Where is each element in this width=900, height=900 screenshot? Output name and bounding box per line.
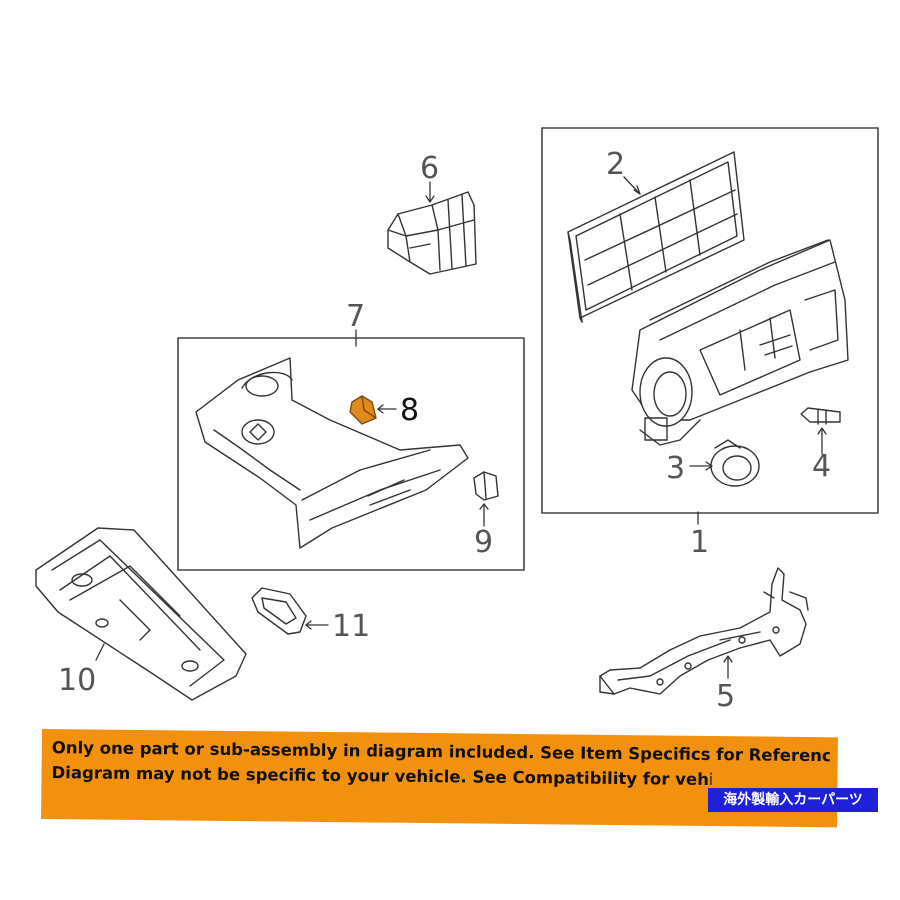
seal-part-11-drawing <box>251 587 307 635</box>
notice-banner: Only one part or sub-assembly in diagram… <box>41 729 838 828</box>
callout-8: 8 <box>400 393 419 428</box>
duct-piece-6-drawing <box>387 191 477 275</box>
callout-11: 11 <box>332 609 370 644</box>
clip-part-4-drawing <box>800 407 841 425</box>
shop-tag: 海外製輸入カーパーツ <box>708 788 878 812</box>
air-cleaner-housing-drawing <box>631 239 849 446</box>
callout-2: 2 <box>606 147 625 182</box>
callout-7: 7 <box>346 299 365 334</box>
callout-1: 1 <box>690 525 709 560</box>
bracket-part-5-drawing <box>599 567 809 695</box>
air-filter-element-drawing <box>567 151 745 323</box>
callout-9: 9 <box>474 525 493 560</box>
highlighted-bracket-8-drawing <box>349 395 377 425</box>
callout-4: 4 <box>812 449 831 484</box>
clamp-ring-drawing <box>710 439 760 487</box>
engine-cover-drawing <box>195 357 469 549</box>
callout-10: 10 <box>58 663 96 698</box>
assembly-box-7 <box>177 337 525 571</box>
assembly-box-1 <box>541 127 879 514</box>
callout-5: 5 <box>716 679 735 714</box>
callout-6: 6 <box>420 151 439 186</box>
clip-part-9-drawing <box>473 471 499 501</box>
cowl-panel-drawing <box>35 527 247 701</box>
leader-lines <box>95 176 827 679</box>
callout-3: 3 <box>666 451 685 486</box>
